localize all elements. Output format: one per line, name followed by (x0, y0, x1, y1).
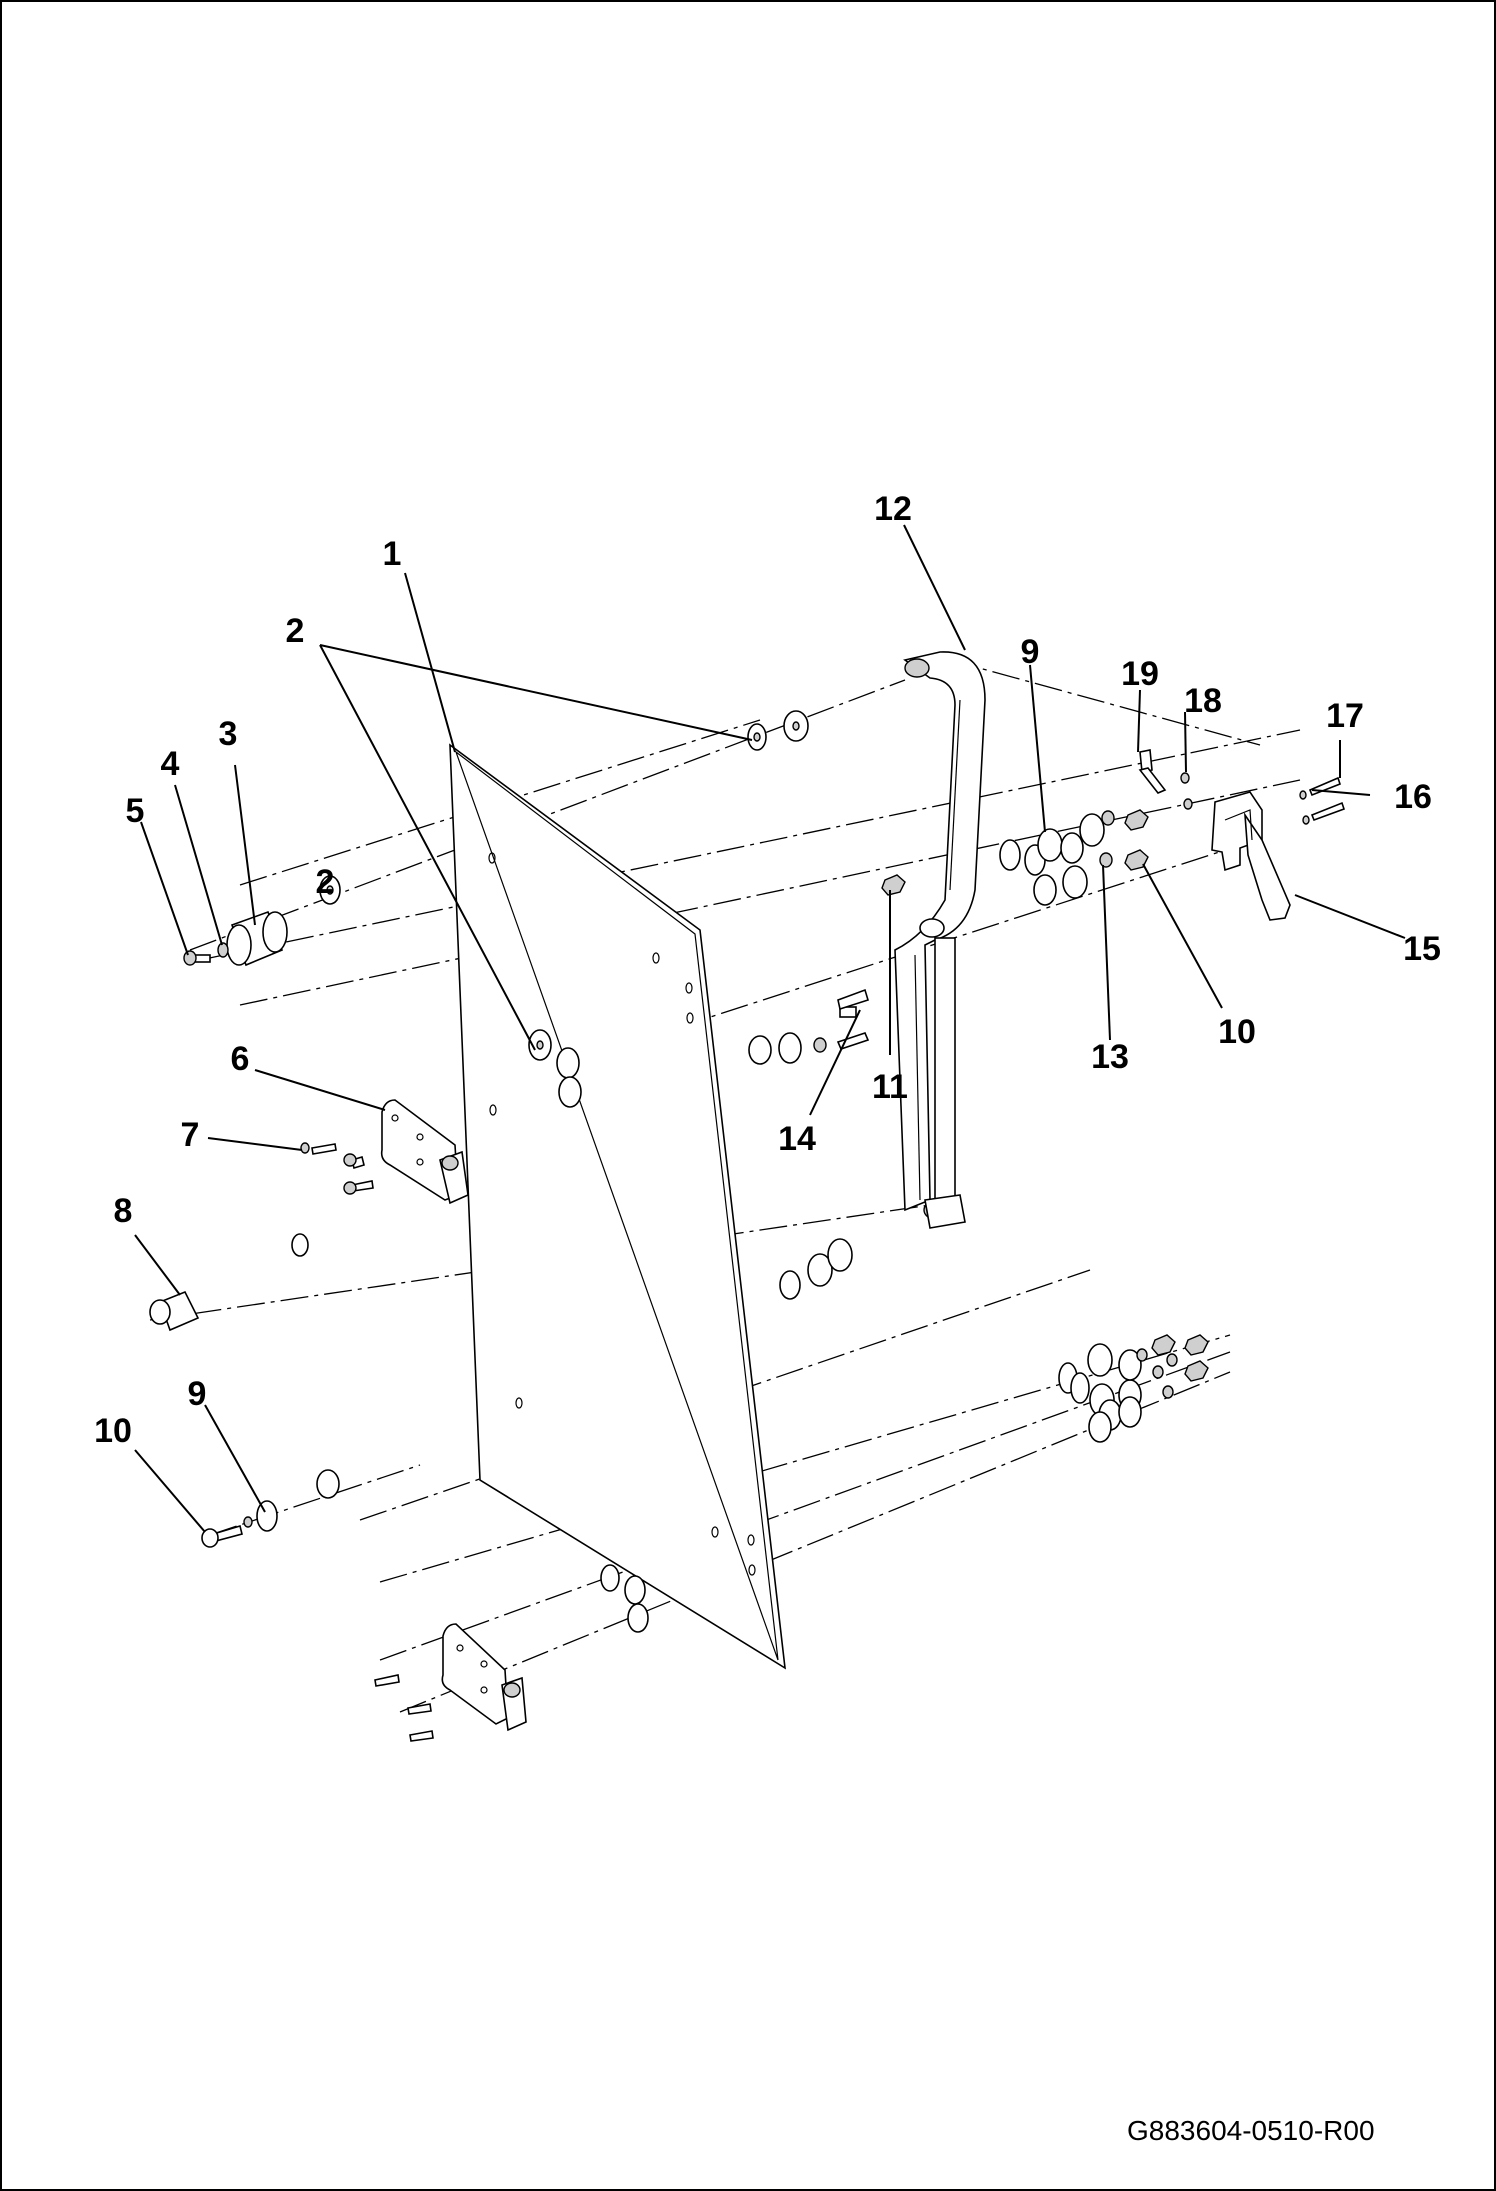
callout-18: 18 (1184, 682, 1222, 720)
callout-7: 7 (181, 1116, 200, 1154)
callout-9a: 9 (1021, 633, 1040, 671)
bolt-14 (837, 988, 869, 1011)
callout-labels: 1 2 2 3 4 5 6 7 8 9 9 10 10 11 12 13 14 … (94, 490, 1441, 1450)
document-code: G883604-0510-R00 (1127, 2115, 1375, 2146)
screws-top-hinge (311, 1143, 374, 1195)
assembly-axes (149, 659, 1301, 1713)
callout-3: 3 (219, 715, 238, 753)
callout-6: 6 (231, 1040, 250, 1078)
callout-10a: 10 (1218, 1013, 1256, 1051)
callout-16: 16 (1394, 778, 1432, 816)
fastener-lower-left (201, 1469, 340, 1548)
washers-lower (779, 1238, 853, 1300)
callout-19: 19 (1121, 655, 1159, 693)
callout-15: 15 (1403, 930, 1441, 968)
callout-4: 4 (161, 745, 180, 783)
washers-middle (528, 1006, 870, 1108)
callout-14: 14 (778, 1120, 816, 1158)
callout-11: 11 (872, 1068, 908, 1106)
callout-9b: 9 (188, 1375, 207, 1413)
callout-13: 13 (1091, 1038, 1129, 1076)
hinge-plate-top (300, 1099, 469, 1205)
callout-10b: 10 (94, 1412, 132, 1450)
callout-5: 5 (126, 792, 145, 830)
callout-8: 8 (114, 1192, 133, 1230)
callout-2a: 2 (286, 612, 305, 650)
callout-1: 1 (383, 535, 402, 573)
panel-glass (449, 743, 786, 1670)
washer-set-top (747, 710, 809, 751)
callout-12: 12 (874, 490, 912, 528)
hinge-plate-bottom (374, 1623, 527, 1742)
hardware-stack-lower (1058, 1334, 1209, 1443)
bumper-stop (149, 1233, 309, 1332)
hardware-stack-upper (999, 809, 1149, 906)
leader-lines (134, 524, 1406, 1533)
washers-panel-bottom (600, 1564, 649, 1633)
latch-bracket (1211, 791, 1291, 921)
nut-11 (881, 874, 906, 896)
callout-17: 17 (1326, 697, 1364, 735)
handle-bar (894, 651, 986, 1229)
callout-2b: 2 (316, 863, 335, 901)
